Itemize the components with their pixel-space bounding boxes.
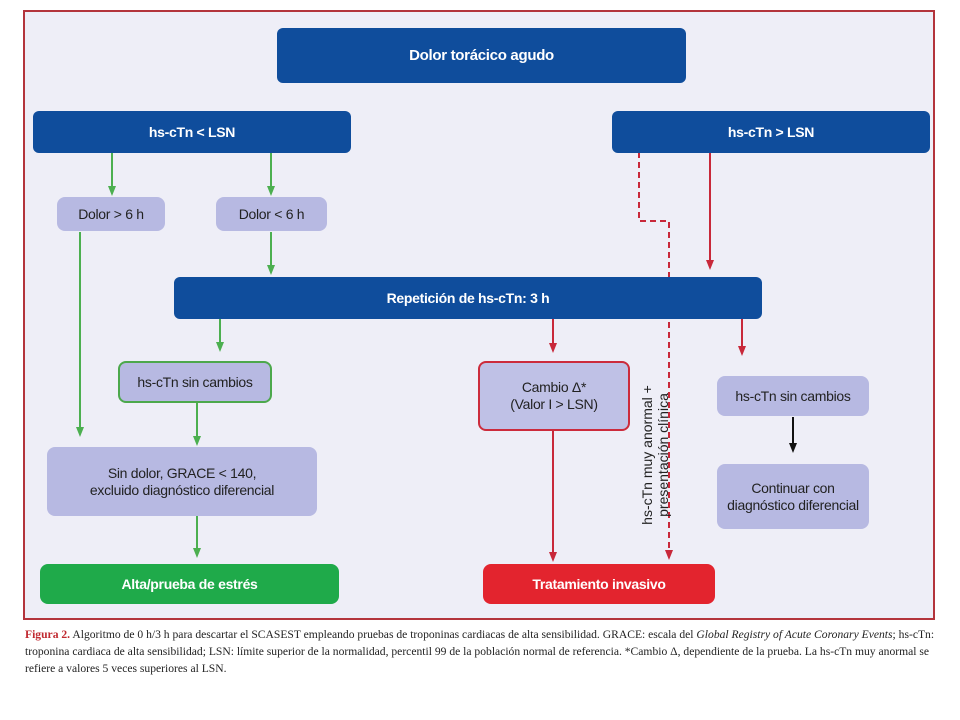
node-dolor-mas-6h-label: Dolor > 6 h — [78, 205, 144, 222]
node-dolor-menos-6h: Dolor < 6 h — [216, 197, 327, 231]
dashed-path-muy-anormal — [638, 152, 673, 560]
caption-figure-number: Figura 2. — [25, 628, 71, 641]
node-dolor-toracico: Dolor torácico agudo — [277, 28, 686, 83]
node-hs-ctn-bajo-label: hs-cTn < LSN — [148, 123, 236, 140]
node-dolor-menos-6h-label: Dolor < 6 h — [238, 205, 305, 222]
node-continuar: Continuar con diagnóstico diferencial — [717, 464, 869, 529]
figure-caption: Figura 2. Algoritmo de 0 h/3 h para desc… — [25, 626, 937, 677]
side-label-line2: presentación clínica — [655, 393, 671, 517]
node-sin-cambios-der: hs-cTn sin cambios — [717, 376, 869, 416]
node-alta: Alta/prueba de estrés — [40, 564, 339, 604]
node-hs-ctn-bajo: hs-cTn < LSN — [33, 111, 351, 153]
node-tratamiento-label: Tratamiento invasivo — [532, 575, 666, 592]
node-sin-cambios-izq-label: hs-cTn sin cambios — [137, 373, 253, 390]
node-dolor-mas-6h: Dolor > 6 h — [57, 197, 165, 231]
node-alta-label: Alta/prueba de estrés — [121, 575, 258, 592]
node-repeticion-label: Repetición de hs-cTn: 3 h — [386, 289, 550, 306]
node-tratamiento: Tratamiento invasivo — [483, 564, 715, 604]
node-sin-cambios-der-label: hs-cTn sin cambios — [735, 387, 851, 404]
node-cambio-delta-line2: (Valor I > LSN) — [510, 396, 598, 412]
side-label-line1: hs-cTn muy anormal + — [638, 385, 655, 525]
node-cambio-delta-line1: Cambio Δ* — [521, 379, 587, 396]
node-repeticion: Repetición de hs-cTn: 3 h — [174, 277, 762, 319]
node-hs-ctn-alto-label: hs-cTn > LSN — [727, 123, 815, 140]
node-hs-ctn-alto: hs-cTn > LSN — [612, 111, 930, 153]
node-sin-dolor-line2: excluido diagnóstico diferencial — [89, 481, 275, 498]
node-cambio-delta: Cambio Δ* (Valor I > LSN) — [478, 361, 630, 431]
caption-text-part1: Algoritmo de 0 h/3 h para descartar el S… — [70, 628, 697, 641]
node-continuar-line2: diagnóstico diferencial — [727, 496, 859, 513]
caption-text-italic: Global Registry of Acute Coronary Events — [696, 628, 893, 641]
caption-text-part2: ; hs-cTn: troponina cardiaca de alta sen… — [25, 628, 935, 675]
node-dolor-toracico-label: Dolor torácico agudo — [409, 46, 554, 64]
node-sin-cambios-izq: hs-cTn sin cambios — [118, 361, 272, 403]
node-continuar-line1: Continuar con — [751, 479, 835, 496]
node-sin-dolor-line1: Sin dolor, GRACE < 140, — [107, 464, 257, 481]
node-sin-dolor: Sin dolor, GRACE < 140, excluido diagnós… — [47, 447, 317, 516]
